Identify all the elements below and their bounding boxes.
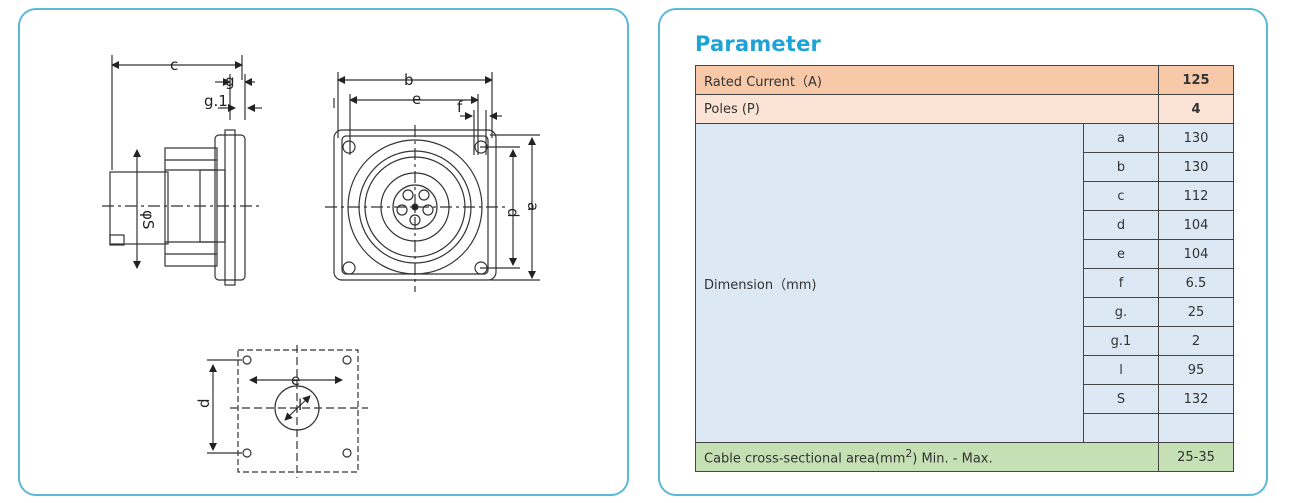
dimension-symbol: e bbox=[1083, 239, 1159, 269]
dimension-row: g. 25 bbox=[696, 297, 1234, 327]
parameter-panel: Parameter Rated Current（A) 125 Poles (P)… bbox=[658, 8, 1268, 496]
panel-cutout-labels: e d l bbox=[195, 371, 302, 414]
dimension-value: 95 bbox=[1158, 355, 1234, 385]
front-view bbox=[325, 72, 540, 292]
side-view-labels: c g g.1 φS bbox=[139, 56, 235, 229]
dimension-row bbox=[696, 413, 1234, 443]
dimension-symbol: l bbox=[1083, 355, 1159, 385]
dimension-row: Dimension（mm) a 130 bbox=[695, 123, 1234, 443]
front-view-labels: b e f a d bbox=[404, 71, 542, 218]
dimension-value bbox=[1158, 413, 1234, 443]
dimension-value: 130 bbox=[1158, 152, 1234, 182]
label-a: a bbox=[524, 202, 542, 211]
dimension-row: g.1 2 bbox=[696, 326, 1234, 356]
dimension-row: f 6.5 bbox=[696, 268, 1234, 298]
rated-current-row: Rated Current（A) 125 bbox=[695, 65, 1234, 95]
cable-row: Cable cross-sectional area(mm2) Min. - M… bbox=[695, 442, 1234, 472]
dimension-symbol: c bbox=[1083, 181, 1159, 211]
dimension-label: Dimension（mm) bbox=[695, 123, 1084, 443]
dimension-symbol: g. bbox=[1083, 297, 1159, 327]
dimension-symbol: a bbox=[1083, 123, 1159, 153]
side-view bbox=[102, 55, 262, 286]
dimension-symbol: g.1 bbox=[1083, 326, 1159, 356]
dimension-value: 2 bbox=[1158, 326, 1234, 356]
label-g: g bbox=[225, 72, 235, 90]
panel-cutout-view bbox=[207, 345, 368, 478]
label-b: b bbox=[404, 71, 414, 89]
parameter-title: Parameter bbox=[695, 32, 822, 56]
rated-current-value: 125 bbox=[1158, 65, 1234, 95]
dimension-row: l 95 bbox=[696, 355, 1234, 385]
parameter-table: Rated Current（A) 125 Poles (P) 4 Dimensi… bbox=[695, 65, 1234, 472]
label-c: c bbox=[170, 56, 178, 74]
drawing-panel: c g g.1 φS bbox=[18, 8, 629, 496]
dimension-value: 25 bbox=[1158, 297, 1234, 327]
technical-drawing: c g g.1 φS bbox=[102, 55, 542, 478]
dimension-row: d 104 bbox=[696, 210, 1234, 240]
rated-current-label: Rated Current（A) bbox=[695, 65, 1159, 95]
dimension-symbol: f bbox=[1083, 268, 1159, 298]
dimension-symbol: d bbox=[1083, 210, 1159, 240]
cable-value: 25-35 bbox=[1158, 442, 1234, 472]
label-f: f bbox=[457, 98, 463, 116]
dimension-value: 132 bbox=[1158, 384, 1234, 414]
dimension-value: 104 bbox=[1158, 239, 1234, 269]
dimension-value: 6.5 bbox=[1158, 268, 1234, 298]
poles-row: Poles (P) 4 bbox=[695, 94, 1234, 124]
label-d: d bbox=[504, 208, 522, 218]
dimension-value: 104 bbox=[1158, 210, 1234, 240]
dimension-row: e 104 bbox=[696, 239, 1234, 269]
cable-label: Cable cross-sectional area(mm2) Min. - M… bbox=[695, 442, 1159, 472]
dimension-symbol bbox=[1083, 413, 1159, 443]
dimension-symbol: S bbox=[1083, 384, 1159, 414]
poles-label: Poles (P) bbox=[695, 94, 1159, 124]
cable-label-sup: 2 bbox=[905, 447, 913, 461]
cable-label-text: Cable cross-sectional area(mm bbox=[704, 451, 906, 467]
label-e2: e bbox=[291, 371, 300, 389]
dimension-symbol: b bbox=[1083, 152, 1159, 182]
label-l: l bbox=[298, 396, 302, 414]
dimension-value: 130 bbox=[1158, 123, 1234, 153]
dimension-row: b 130 bbox=[696, 152, 1234, 182]
label-g1: g.1 bbox=[204, 92, 228, 110]
label-e: e bbox=[412, 90, 421, 108]
poles-value: 4 bbox=[1158, 94, 1234, 124]
dimension-row: c 112 bbox=[696, 181, 1234, 211]
dimension-value: 112 bbox=[1158, 181, 1234, 211]
label-s: φS bbox=[139, 210, 157, 229]
label-d2: d bbox=[195, 398, 213, 408]
cable-label-tail: ) Min. - Max. bbox=[912, 451, 993, 467]
